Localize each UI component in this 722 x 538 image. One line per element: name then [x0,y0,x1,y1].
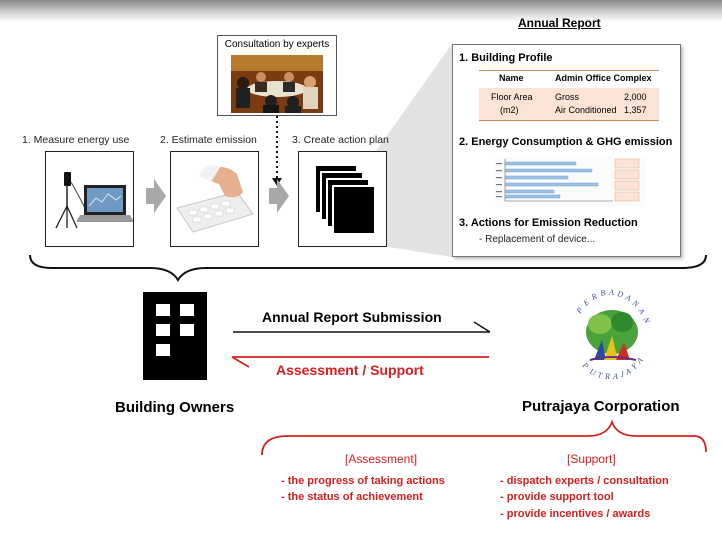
support-item-1: - dispatch experts / consultation [500,475,669,487]
top-shadow-band [0,0,722,22]
annual-report-panel: 1. Building Profile Name Admin Office Co… [452,44,681,257]
section-energy-consumption: 2. Energy Consumption & GHG emission [459,136,673,148]
table-row-label-floor-area: Floor Area [491,92,533,102]
step-arrow-1 [146,179,166,213]
putrajaya-corporation-label: Putrajaya Corporation [522,398,680,415]
step-1-label: 1. Measure energy use [22,134,130,146]
annual-report-title: Annual Report [518,16,601,30]
svg-text:R: R [604,372,610,381]
consultation-box: Consultation by experts [217,35,337,116]
svg-text:N: N [641,315,652,325]
step-2-label: 2. Estimate emission [160,134,257,146]
calculator-icon [176,165,254,233]
submission-arrowhead [473,321,491,333]
assessment-item-1: - the progress of taking actions [281,475,445,487]
table-header-building: Admin Office Complex [555,73,652,83]
building-profile-table: Name Admin Office Complex Floor Area (m2… [479,70,659,130]
energy-chart-thumbnail [495,157,645,207]
step-3-label: 3. Create action plan [292,134,389,146]
assessment-item-2: - the status of achievement [281,491,423,503]
table-cell-gross-value: 2,000 [624,92,647,102]
assessment-support-label: Assessment / Support [276,362,424,378]
svg-text:E: E [581,297,591,308]
meter-laptop-icon [55,172,134,229]
support-title: [Support] [567,452,616,466]
putrajaya-logo: P E R B A D A N A N P U T R A J A Y A [574,288,652,381]
table-cell-air-conditioned-value: 1,357 [624,105,647,115]
svg-text:Y: Y [630,361,640,372]
support-arrowhead [231,356,250,368]
support-item-3: - provide incentives / awards [500,508,651,520]
consultation-label: Consultation by experts [224,39,330,50]
process-brace [29,254,707,282]
table-cell-gross: Gross [555,92,580,102]
svg-text:A: A [634,356,645,366]
report-projection [376,44,452,257]
svg-text:R: R [589,292,598,303]
table-row-label-unit: (m2) [500,105,519,115]
building-owners-label: Building Owners [115,399,235,416]
table-body [479,88,659,121]
svg-text:U: U [588,367,598,378]
assessment-title: [Assessment] [345,452,418,466]
svg-text:T: T [597,370,604,380]
building-icon [143,292,207,380]
table-cell-air-conditioned: Air Conditioned [555,105,617,115]
svg-text:B: B [600,288,607,298]
step-3-box [298,151,387,247]
svg-text:J: J [619,369,625,379]
support-item-2: - provide support tool [500,491,614,503]
action-item: - Replacement of device... [479,234,596,245]
meeting-photo-icon [231,55,323,113]
svg-text:A: A [608,288,614,297]
svg-text:A: A [636,306,647,316]
svg-text:A: A [612,372,618,381]
svg-text:P: P [580,360,590,371]
step-2-box [170,151,259,247]
consultation-photo [231,55,323,113]
svg-text:P: P [574,306,585,316]
svg-text:N: N [630,298,641,309]
section-actions: 3. Actions for Emission Reduction [459,217,638,229]
documents-stack-icon [314,164,376,235]
section-building-profile: 1. Building Profile [459,52,553,64]
svg-text:A: A [623,367,632,378]
support-brace [261,419,707,456]
submission-label: Annual Report Submission [262,309,442,325]
step-arrow-2 [269,179,289,213]
step-1-box [45,151,134,247]
svg-text:D: D [616,289,625,299]
table-header-name: Name [499,73,524,83]
svg-text:A: A [623,292,632,303]
